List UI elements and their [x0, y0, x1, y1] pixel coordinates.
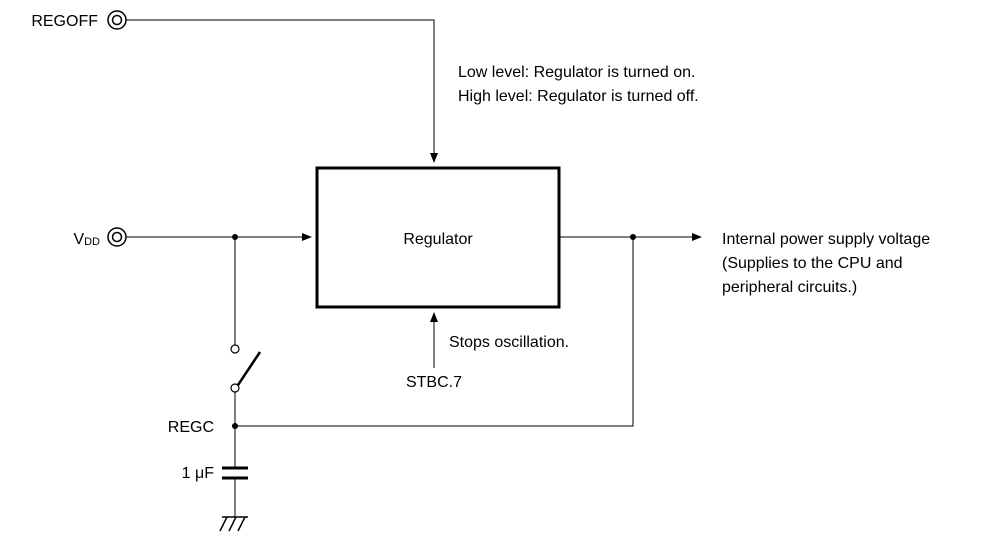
regulator-label: Regulator	[403, 231, 473, 248]
capacitor-symbol	[222, 466, 248, 480]
output-label-line1: Internal power supply voltage	[722, 231, 930, 248]
low-level-note: Low level: Regulator is turned on.	[458, 64, 695, 81]
capacitor-value-label: 1 μF	[182, 465, 215, 482]
switch-lever	[236, 351, 262, 386]
output-junction-dot	[630, 234, 636, 240]
high-level-note: High level: Regulator is turned off.	[458, 88, 699, 105]
output-label-line3: peripheral circuits.)	[722, 279, 857, 296]
vdd-pin-label: VDD	[73, 231, 100, 248]
ground-symbol	[219, 516, 248, 532]
regoff-signal-line	[126, 19, 438, 163]
stbc7-label: STBC.7	[406, 374, 462, 391]
regc-pin-label: REGC	[168, 419, 214, 436]
vdd-pin-terminal	[107, 227, 127, 247]
regoff-pin-label: REGOFF	[31, 13, 98, 30]
stop-oscillation-note: Stops oscillation.	[449, 334, 569, 351]
switch-upper-contact	[230, 344, 240, 354]
regc-feedback-line	[235, 237, 634, 427]
switch-lower-contact	[230, 383, 240, 393]
output-label-line2: (Supplies to the CPU and	[722, 255, 903, 272]
regoff-pin-terminal	[107, 10, 127, 30]
